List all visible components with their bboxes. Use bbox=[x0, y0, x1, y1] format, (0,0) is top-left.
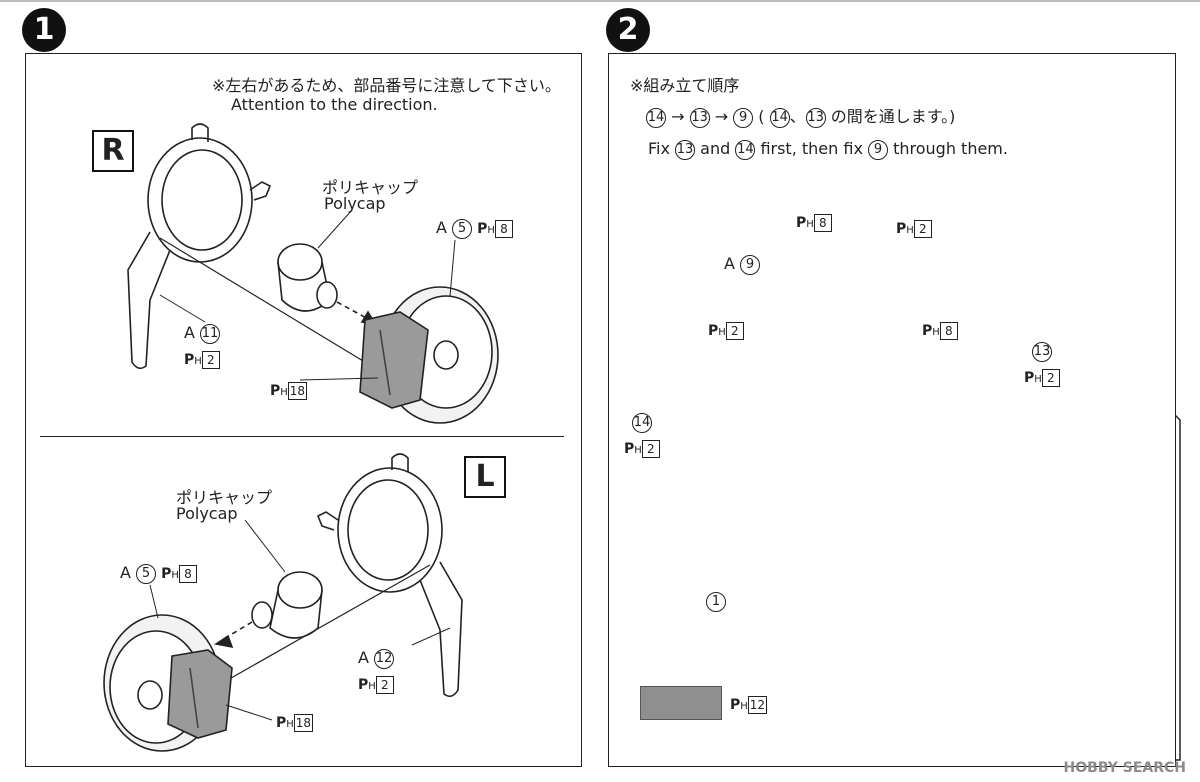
polycap-en-left: Polycap bbox=[176, 504, 238, 523]
right-hub-drawing bbox=[127, 123, 499, 424]
left-hub-ring bbox=[337, 467, 443, 593]
top-rule bbox=[0, 0, 1200, 2]
wheel-ph-left: 8 bbox=[178, 564, 197, 583]
gearbox-part-number: 9 bbox=[740, 254, 761, 275]
assembly-order-title: ※組み立て順序 bbox=[630, 76, 740, 95]
gearbox-part-label: A 9 bbox=[724, 254, 761, 275]
wheel-ph-right: 8 bbox=[494, 219, 513, 238]
part-14-label: 14 bbox=[632, 412, 652, 433]
arm-part-label-right: A 11 bbox=[184, 323, 221, 344]
polycap-jp-right: ポリキャップ bbox=[322, 178, 419, 197]
wheel-part-number-left: 5 bbox=[136, 563, 157, 584]
side-label-right: R bbox=[92, 130, 134, 172]
direction-note-jp: ※左右があるため、部品番号に注意して下さい。 bbox=[212, 76, 561, 95]
arm-part-number-right: 11 bbox=[200, 323, 221, 344]
part-13-label: 13 bbox=[1032, 341, 1052, 362]
step-1-badge: 1 bbox=[22, 8, 66, 52]
polycap-jp-left: ポリキャップ bbox=[176, 488, 273, 507]
polycap-en-right: Polycap bbox=[324, 194, 386, 213]
left-hub-drawing bbox=[103, 453, 463, 752]
assembly-order-english: Fix 13 and 14 first, then fix 9 through … bbox=[648, 139, 1008, 160]
direction-note-en: Attention to the direction. bbox=[231, 95, 438, 114]
step-2-badge: 2 bbox=[606, 8, 650, 52]
chassis-part-label: 1 bbox=[706, 591, 726, 612]
side-label-left: L bbox=[464, 456, 506, 498]
assembly-order-sequence: 14 → 13 → 9 ( 14、13 の間を通します。) bbox=[646, 107, 956, 128]
step-2-panel bbox=[608, 53, 1176, 767]
wheel-part-number-right: 5 bbox=[452, 218, 473, 239]
arm-part-number-left: 12 bbox=[374, 648, 395, 669]
watermark: HOBBY SEARCH bbox=[1063, 760, 1186, 776]
color-swatch bbox=[640, 686, 722, 720]
right-hub-ring bbox=[147, 137, 253, 263]
panel-1-divider bbox=[40, 436, 564, 437]
arm-part-label-left: A 12 bbox=[358, 648, 395, 669]
